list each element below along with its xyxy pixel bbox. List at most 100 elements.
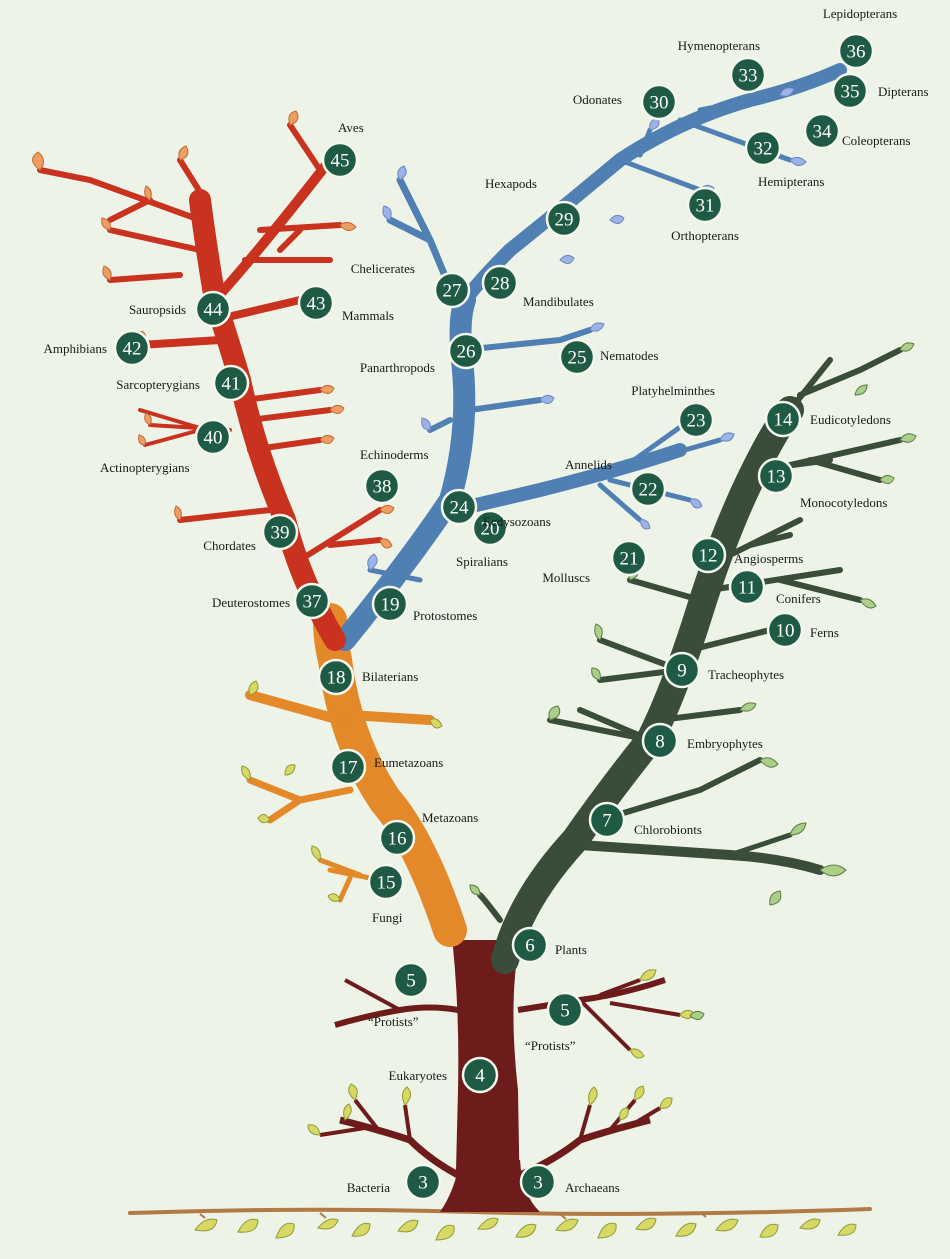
- node-42-group: 42Amphibians: [43, 331, 149, 365]
- node-label: Echinoderms: [360, 447, 429, 462]
- node-30-group: 30Odonates: [573, 85, 676, 119]
- node-number: 10: [776, 621, 795, 642]
- node-label: Hexapods: [485, 176, 537, 191]
- node-label: Tracheophytes: [708, 667, 784, 682]
- ground-leaves: [195, 1218, 856, 1240]
- node-number: 4: [475, 1066, 485, 1087]
- node-label: Sauropsids: [129, 302, 186, 317]
- node-number: 13: [767, 467, 786, 488]
- node-number: 8: [655, 732, 665, 753]
- node-number: 9: [677, 661, 687, 682]
- node-number: 26: [457, 342, 476, 363]
- node-number: 39: [271, 523, 290, 544]
- node-number: 45: [331, 151, 350, 172]
- chordate-branches: [40, 125, 380, 640]
- node-9-group: 9 Tracheophytes: [665, 653, 784, 687]
- node-number: 44: [204, 300, 224, 321]
- node-label: Eumetazoans: [374, 755, 443, 770]
- node-label: “Protists”: [525, 1038, 576, 1053]
- node-number: 3: [418, 1173, 428, 1194]
- node-label: Angiosperms: [734, 551, 803, 566]
- node-label: Hymenopterans: [678, 38, 760, 53]
- node-label: Eudicotyledons: [810, 412, 891, 427]
- node-label: Plants: [555, 942, 587, 957]
- node-14-group: 14 Eudicotyledons: [766, 402, 891, 436]
- node-label: Orthopterans: [671, 228, 739, 243]
- node-5-group: 5 “Protists”: [525, 993, 582, 1053]
- node-number: 7: [602, 811, 612, 832]
- node-number: 35: [841, 82, 860, 103]
- node-number: 5: [560, 1001, 570, 1022]
- node-label: Ferns: [810, 625, 839, 640]
- node-label: Annelids: [565, 457, 612, 472]
- node-label: Mammals: [342, 308, 394, 323]
- node-number: 17: [339, 758, 358, 779]
- node-45-group: 45 Aves: [323, 120, 364, 177]
- node-6-group: 6 Plants: [513, 928, 587, 962]
- node-43-group: 43Mammals: [299, 286, 394, 323]
- node-label: Fungi: [372, 910, 403, 925]
- node-label: Eukaryotes: [389, 1068, 447, 1083]
- node-number: 40: [204, 428, 223, 449]
- node-label: Panarthropods: [360, 360, 435, 375]
- node-label: Archaeans: [565, 1180, 620, 1195]
- node-19-group: 19Protostomes: [373, 587, 477, 623]
- node-label: Chelicerates: [351, 261, 415, 276]
- node-31-group: 31Orthopterans: [671, 188, 739, 243]
- node-number: 42: [123, 339, 142, 360]
- node-number: 34: [813, 122, 833, 143]
- node-15-group: 15Fungi: [369, 865, 403, 925]
- node-label: Platyhelminthes: [631, 383, 715, 398]
- node-38-group: 38 Echinoderms: [360, 447, 429, 503]
- node-number: 18: [327, 668, 346, 689]
- node-25-group: 25Nematodes: [560, 340, 658, 374]
- node-number: 32: [754, 139, 773, 160]
- node-number: 14: [774, 410, 794, 431]
- node-number: 31: [696, 196, 715, 217]
- node-number: 33: [739, 66, 758, 87]
- node-40-group: 40Actinopterygians: [100, 420, 230, 475]
- node-label: Bacteria: [347, 1180, 391, 1195]
- node-label: Chlorobionts: [634, 822, 702, 837]
- node-number: 28: [491, 274, 510, 295]
- node-number: 38: [373, 477, 392, 498]
- node-label: Embryophytes: [687, 736, 763, 751]
- node-35-group: 35 Dipterans: [833, 74, 929, 108]
- node-label: Protostomes: [413, 608, 477, 623]
- node-label: Spiralians: [456, 554, 508, 569]
- node-number: 6: [525, 936, 535, 957]
- node-44-group: 44 Sauropsids: [129, 292, 230, 326]
- node-label: Metazoans: [422, 810, 478, 825]
- node-label: Aves: [338, 120, 364, 135]
- node-label: Lepidopterans: [823, 6, 897, 21]
- node-label: Ecdysozoans: [483, 514, 551, 529]
- node-label: Sarcopterygians: [116, 377, 200, 392]
- node-label: Dipterans: [878, 84, 929, 99]
- node-number: 15: [377, 873, 396, 894]
- node-33-group: 33 Hymenopterans: [678, 38, 765, 92]
- node-label: Actinopterygians: [100, 460, 190, 475]
- node-number: 27: [443, 281, 462, 302]
- node-label: Chordates: [203, 538, 256, 553]
- node-label: Molluscs: [542, 570, 590, 585]
- node-label: Odonates: [573, 92, 622, 107]
- node-number: 5: [406, 971, 416, 992]
- node-label: Hemipterans: [758, 174, 824, 189]
- node-27-group: 27 Chelicerates: [351, 261, 469, 307]
- node-3-group: 3 Bacteria: [347, 1165, 440, 1199]
- node-label: Monocotyledons: [800, 495, 887, 510]
- node-number: 19: [381, 595, 400, 616]
- node-label: Deuterostomes: [212, 595, 290, 610]
- node-number: 23: [687, 411, 706, 432]
